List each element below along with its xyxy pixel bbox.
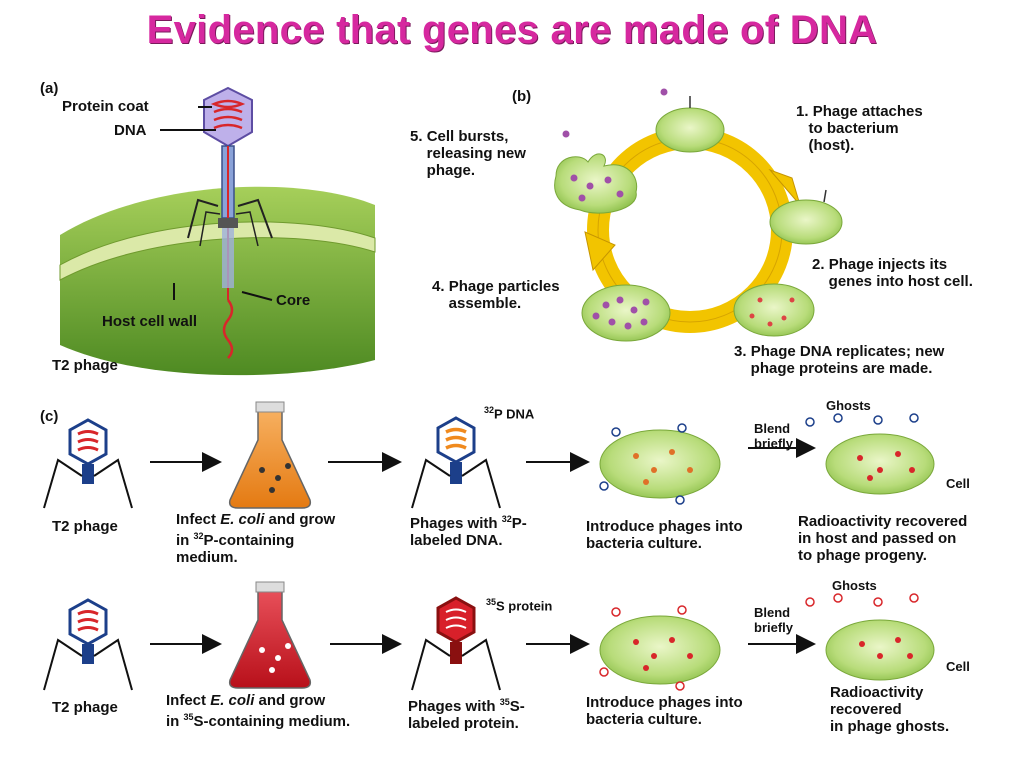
flask-35s [228, 581, 312, 689]
panel-b-tag: (b) [512, 88, 532, 105]
step-4-label: 4. Phage particles assemble. [432, 278, 560, 312]
row1-phage-tag: 32P DNA [484, 405, 535, 422]
ghost-phages-row2 [599, 593, 919, 691]
row1-t2-label: T2 phage [52, 518, 118, 535]
dna-in-cell-row2 [633, 637, 693, 671]
row1-infect-label: Infect E. coli and grow in 32P-containin… [176, 511, 336, 566]
step-3-label: 3. Phage DNA replicates; new phage prote… [734, 343, 945, 377]
label-core: Core [276, 292, 311, 309]
row2-phage-tag: 35S protein [486, 597, 553, 614]
label-host-cell-wall: Host cell wall [102, 313, 198, 330]
cycle-arrow-left [584, 231, 616, 272]
flask-32p [228, 401, 312, 509]
bacterium-step-1 [655, 107, 725, 153]
row2-ghosts-label: Ghosts [832, 578, 877, 593]
cycle-arrow-right [768, 168, 801, 206]
bacterium-row1-infected [599, 429, 721, 499]
t2-phage-large [187, 86, 273, 359]
leader-core [241, 291, 273, 301]
bacterium-step-4 [581, 284, 671, 342]
bacterium-row2-infected [599, 615, 721, 685]
row1-phages-with-label: Phages with 32P- labeled DNA. [410, 514, 527, 549]
row2-t2-label: T2 phage [52, 699, 118, 716]
label-dna: DNA [114, 122, 147, 139]
t2-phage-row2 [43, 598, 133, 691]
row2-cell-label: Cell [946, 659, 970, 674]
row2-infect-label: Infect E. coli and grow in 35S-containin… [166, 692, 351, 730]
assembled-phages [562, 88, 668, 330]
panel-a-tag: (a) [40, 80, 59, 97]
bacterium-step-5-burst [554, 153, 638, 214]
labeled-phage-35s [411, 596, 501, 691]
bacterium-step-3 [733, 283, 815, 337]
radioactive-dna-row1 [857, 451, 915, 481]
attached-phage-tails [689, 96, 827, 203]
row2-phages-with-label: Phages with 35S- labeled protein. [408, 697, 525, 732]
row1-cell-label: Cell [946, 476, 970, 491]
dna-row2-result [859, 637, 913, 659]
bacterium-row2-result [825, 619, 935, 681]
labeled-phage-32p [411, 416, 501, 509]
panel-c-tag: (c) [40, 408, 59, 425]
label-protein-coat: Protein coat [62, 98, 149, 115]
label-t2-phage-a: T2 phage [52, 357, 118, 374]
bacterium-row1-result [825, 433, 935, 495]
dna-in-cell-row1 [633, 449, 693, 485]
t2-phage-row1 [43, 418, 133, 509]
ghost-phages-row1 [599, 413, 919, 505]
page-title: Evidence that genes are made of DNA [146, 8, 878, 52]
bacterium-step-2 [769, 199, 843, 245]
replicating-dna-bits [749, 297, 795, 327]
step-2-label: 2. Phage injects its genes into host cel… [812, 256, 973, 290]
row1-ghosts-label: Ghosts [826, 398, 871, 413]
step-5-label: 5. Cell bursts, releasing new phage. [410, 128, 526, 179]
host-cell [59, 186, 376, 376]
step-1-label: 1. Phage attaches to bacterium (host). [796, 103, 923, 154]
